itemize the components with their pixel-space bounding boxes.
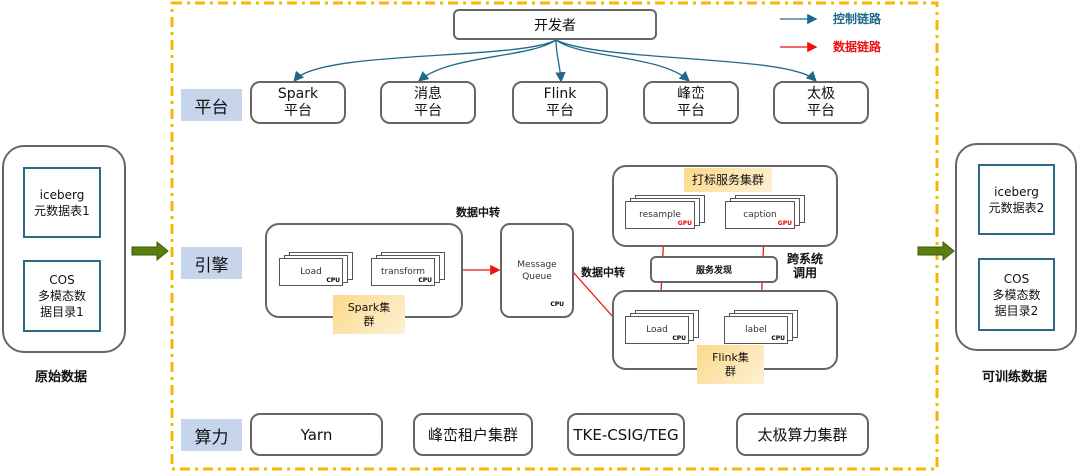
- target-data-title: 可训练数据: [982, 370, 1048, 385]
- source-cos-desc1: 多模态数: [37, 289, 86, 303]
- message-queue-line1: Message: [517, 259, 557, 270]
- message-queue-line2: Queue: [522, 271, 552, 282]
- flink-cluster-label: Flink集群: [697, 345, 764, 384]
- source-iceberg-name: iceberg: [39, 187, 85, 202]
- control-link-taiji: [555, 39, 817, 82]
- layer-label-engine: 引擎: [181, 247, 242, 279]
- spark-task-load-name: Load: [300, 267, 322, 277]
- legend-data-label: 数据链路: [833, 40, 882, 54]
- platform-taiji[interactable]: 太极平台: [773, 81, 869, 124]
- control-link-spark: [293, 39, 557, 82]
- platform-spark-suffix: 平台: [284, 102, 312, 119]
- task-caption-name: caption: [743, 210, 777, 220]
- compute-taiji-label: 太极算力集群: [757, 426, 848, 444]
- platform-taiji-suffix: 平台: [807, 102, 835, 119]
- developer-label: 开发者: [534, 17, 576, 34]
- flink-task-label-name: label: [745, 325, 767, 335]
- relay-label-2: 数据中转: [581, 266, 625, 279]
- control-link-fengluan: [555, 39, 690, 82]
- platform-fengluan-suffix: 平台: [677, 102, 705, 119]
- service-discovery[interactable]: 服务发现: [650, 256, 778, 283]
- cpu-tag: CPU: [550, 301, 564, 308]
- labeling-cluster-label: 打标服务集群: [684, 168, 772, 192]
- legend-control-label: 控制链路: [833, 12, 882, 26]
- gpu-tag: GPU: [677, 220, 692, 227]
- platform-fengluan-name: 峰峦: [677, 85, 705, 102]
- source-cos-name: COS: [49, 273, 75, 287]
- platform-fengluan[interactable]: 峰峦平台: [643, 81, 739, 124]
- platform-message-name: 消息: [414, 85, 442, 102]
- spark-cluster-label: Spark集群: [333, 295, 405, 334]
- target-cos-desc2: 据目录2: [994, 303, 1039, 318]
- cpu-tag: CPU: [326, 277, 340, 284]
- task-resample-name: resample: [639, 210, 681, 220]
- control-link-msg: [418, 39, 557, 82]
- cpu-tag: CPU: [771, 335, 785, 342]
- target-cos-name: COS: [1003, 271, 1030, 286]
- target-iceberg-desc: 元数据表2: [988, 200, 1045, 215]
- compute-tke[interactable]: TKE-CSIG/TEG: [567, 413, 685, 456]
- compute-tke-label: TKE-CSIG/TEG: [573, 425, 679, 444]
- target-cos-desc1: 多模态数: [992, 287, 1041, 302]
- source-cos-desc2: 据目录1: [40, 305, 84, 319]
- source-cos-directory[interactable]: COS 多模态数据目录1: [23, 260, 101, 332]
- compute-yarn[interactable]: Yarn: [250, 413, 383, 456]
- gpu-tag: GPU: [777, 220, 792, 227]
- target-iceberg-name: iceberg: [994, 184, 1039, 199]
- cpu-tag: CPU: [418, 277, 432, 284]
- platform-message-suffix: 平台: [414, 102, 442, 119]
- platform-taiji-name: 太极: [807, 85, 835, 102]
- source-data-title: 原始数据: [35, 370, 88, 385]
- spark-task-transform-name: transform: [380, 267, 426, 277]
- cpu-tag: CPU: [672, 335, 686, 342]
- compute-fengluan-label: 峰峦租户集群: [427, 426, 518, 444]
- compute-taiji-cluster[interactable]: 太极算力集群: [736, 413, 869, 456]
- developer-box[interactable]: 开发者: [453, 9, 657, 40]
- relay-label-1: 数据中转: [456, 206, 500, 219]
- platform-message[interactable]: 消息平台: [380, 81, 476, 124]
- service-discovery-label: 服务发现: [695, 266, 732, 276]
- compute-fengluan-tenant-cluster[interactable]: 峰峦租户集群: [413, 413, 533, 456]
- compute-yarn-label: Yarn: [300, 425, 333, 444]
- layer-label-platform: 平台: [181, 89, 242, 121]
- platform-spark-name: Spark: [277, 85, 319, 102]
- cross-system-call-label: 跨系统调用: [787, 252, 824, 280]
- flink-task-load-name: Load: [646, 325, 668, 335]
- flow-arrow-in: [131, 240, 169, 262]
- source-iceberg-desc: 元数据表1: [34, 203, 90, 218]
- layer-label-compute: 算力: [181, 419, 242, 451]
- platform-flink-name: Flink: [543, 85, 577, 102]
- platform-flink-suffix: 平台: [546, 102, 574, 119]
- flow-arrow-out: [917, 240, 955, 262]
- control-link-flink: [555, 39, 566, 83]
